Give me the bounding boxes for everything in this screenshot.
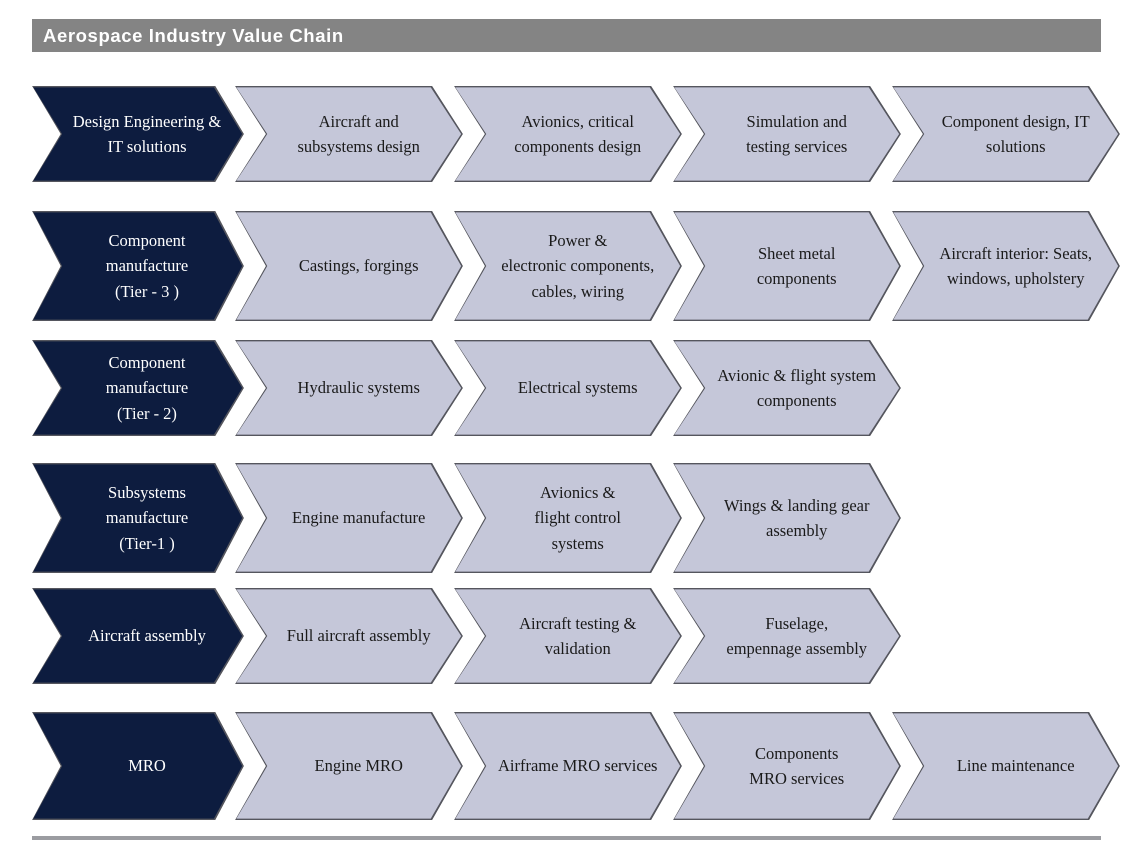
chevron-fill xyxy=(236,341,462,435)
activity-label: Avionics, critical components design xyxy=(514,111,642,156)
chevron-fill xyxy=(33,341,243,435)
activity-chevron[interactable]: Full aircraft assembly xyxy=(235,588,463,684)
chevron-fill xyxy=(674,341,900,435)
activity-label: Engine MRO xyxy=(314,756,403,776)
activity-chevron[interactable]: Aircraft testing & validation xyxy=(454,588,682,684)
activity-label: Components MRO services xyxy=(749,743,845,788)
stage-label: Component manufacture (Tier - 2) xyxy=(105,353,189,423)
stage-chevron[interactable]: Aircraft assembly xyxy=(32,588,244,684)
chevron-fill xyxy=(236,212,462,320)
chevron-fill xyxy=(33,464,243,572)
activity-chevron[interactable]: Avionics & flight control systems xyxy=(454,463,682,573)
chevron-fill xyxy=(455,87,681,181)
activity-chevron[interactable]: Component design, IT solutions xyxy=(892,86,1120,182)
stage-chevron[interactable]: Design Engineering & IT solutions xyxy=(32,86,244,182)
activity-chevron[interactable]: Airframe MRO services xyxy=(454,712,682,820)
activity-label: Engine manufacture xyxy=(292,508,426,528)
activity-label: Simulation and testing services xyxy=(746,111,848,156)
activity-label: Airframe MRO services xyxy=(497,756,658,776)
chevron-fill xyxy=(455,713,681,819)
chevron-fill xyxy=(455,212,681,320)
activity-label: Full aircraft assembly xyxy=(286,626,431,646)
activity-label: Fuselage, empennage assembly xyxy=(726,613,868,658)
activity-chevron[interactable]: Engine manufacture xyxy=(235,463,463,573)
activity-label: Hydraulic systems xyxy=(297,378,420,398)
stage-chevron[interactable]: MRO xyxy=(32,712,244,820)
header-bar: Aerospace Industry Value Chain xyxy=(32,19,1101,52)
activity-chevron[interactable]: Sheet metal components xyxy=(673,211,901,321)
activity-chevron[interactable]: Wings & landing gear assembly xyxy=(673,463,901,573)
chain-row: Subsystems manufacture (Tier-1 ) Engine m… xyxy=(32,463,901,573)
chevron-fill xyxy=(893,87,1119,181)
chevron-fill xyxy=(236,464,462,572)
chevron-fill xyxy=(674,87,900,181)
activity-label: Line maintenance xyxy=(956,756,1075,776)
chain-row: Design Engineering & IT solutions Aircraf… xyxy=(32,86,1120,182)
footer-divider xyxy=(32,836,1101,840)
chevron-fill xyxy=(33,589,243,683)
activity-chevron[interactable]: Simulation and testing services xyxy=(673,86,901,182)
chevron-fill xyxy=(455,341,681,435)
stage-chevron[interactable]: Component manufacture (Tier - 3 ) xyxy=(32,211,244,321)
activity-chevron[interactable]: Components MRO services xyxy=(673,712,901,820)
activity-chevron[interactable]: Hydraulic systems xyxy=(235,340,463,436)
chevron-fill xyxy=(674,212,900,320)
activity-chevron[interactable]: Avionics, critical components design xyxy=(454,86,682,182)
stage-chevron[interactable]: Component manufacture (Tier - 2) xyxy=(32,340,244,436)
activity-label: Aircraft testing & validation xyxy=(519,613,637,658)
chevron-fill xyxy=(236,713,462,819)
activity-chevron[interactable]: Castings, forgings xyxy=(235,211,463,321)
chevron-fill xyxy=(455,464,681,572)
chevron-fill xyxy=(33,713,243,819)
activity-chevron[interactable]: Engine MRO xyxy=(235,712,463,820)
chevron-fill xyxy=(236,589,462,683)
chevron-fill xyxy=(236,87,462,181)
chevron-fill xyxy=(674,464,900,572)
activity-label: Sheet metal components xyxy=(756,243,837,288)
activity-chevron[interactable]: Power & electronic components, cables, w… xyxy=(454,211,682,321)
stage-chevron[interactable]: Subsystems manufacture (Tier-1 ) xyxy=(32,463,244,573)
activity-chevron[interactable]: Avionic & flight system components xyxy=(673,340,901,436)
chevron-fill xyxy=(674,713,900,819)
activity-chevron[interactable]: Electrical systems xyxy=(454,340,682,436)
chevron-fill xyxy=(893,212,1119,320)
chevron-fill xyxy=(33,212,243,320)
activity-label: Aircraft interior: Seats, windows, uphol… xyxy=(939,243,1092,288)
stage-label: MRO xyxy=(128,756,166,776)
activity-label: Aircraft and subsystems design xyxy=(297,111,420,156)
activity-label: Component design, IT solutions xyxy=(941,111,1090,156)
activity-chevron[interactable]: Aircraft interior: Seats, windows, uphol… xyxy=(892,211,1120,321)
chevron-fill xyxy=(674,589,900,683)
stage-label: Aircraft assembly xyxy=(88,626,206,646)
activity-chevron[interactable]: Fuselage, empennage assembly xyxy=(673,588,901,684)
stage-label: Design Engineering & IT solutions xyxy=(72,111,222,156)
chevron-fill xyxy=(33,87,243,181)
activity-chevron[interactable]: Line maintenance xyxy=(892,712,1120,820)
stage-label: Subsystems manufacture (Tier-1 ) xyxy=(105,483,189,553)
activity-chevron[interactable]: Aircraft and subsystems design xyxy=(235,86,463,182)
activity-label: Castings, forgings xyxy=(298,256,419,276)
activity-label: Avionics & flight control systems xyxy=(534,483,622,553)
activity-label: Wings & landing gear assembly xyxy=(723,495,870,540)
chain-row: Component manufacture (Tier - 3 ) Casting… xyxy=(32,211,1120,321)
chain-row: Component manufacture (Tier - 2) Hydrauli… xyxy=(32,340,901,436)
activity-label: Power & electronic components, cables, w… xyxy=(501,231,655,301)
chain-row: Aircraft assembly Full aircraft assembly A… xyxy=(32,588,901,684)
activity-label: Avionic & flight system components xyxy=(717,365,877,410)
stage-label: Component manufacture (Tier - 3 ) xyxy=(105,231,189,301)
page-title: Aerospace Industry Value Chain xyxy=(43,24,344,46)
chevron-fill xyxy=(893,713,1119,819)
chain-row: MRO Engine MRO Airframe MRO services Compon… xyxy=(32,712,1120,820)
chevron-fill xyxy=(455,589,681,683)
activity-label: Electrical systems xyxy=(517,378,638,398)
